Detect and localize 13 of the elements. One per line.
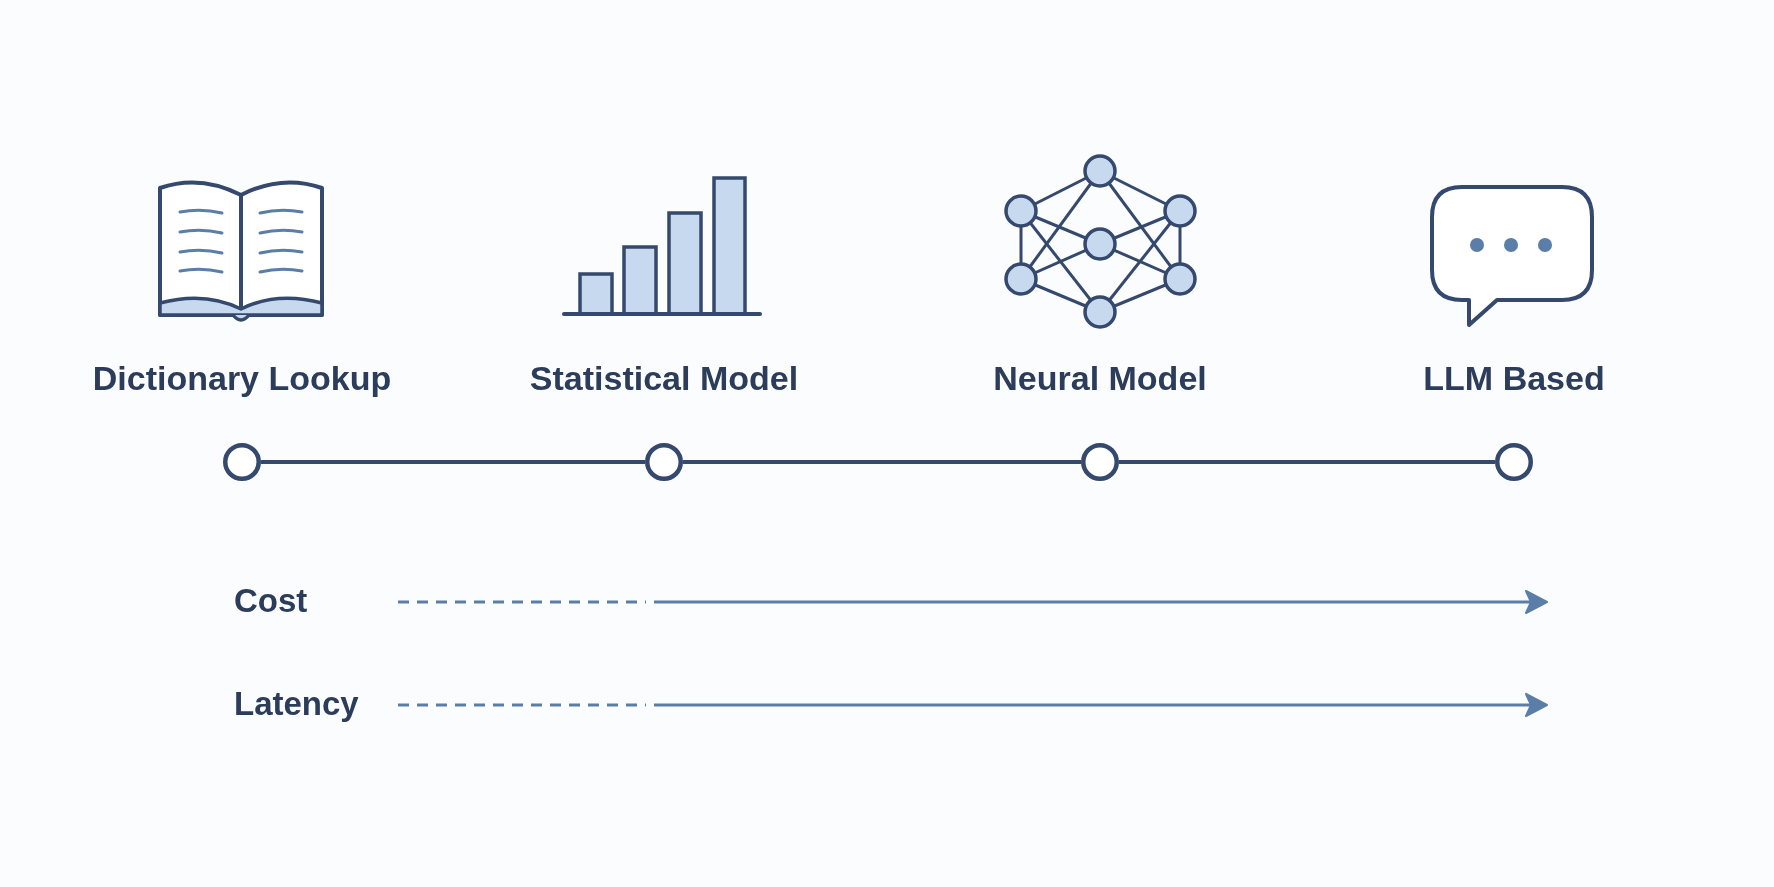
- stage-label: Statistical Model: [529, 358, 799, 398]
- timeline-dot: [1495, 443, 1533, 481]
- timeline-dot: [1081, 443, 1119, 481]
- stage-label: LLM Based: [1423, 358, 1605, 398]
- timeline-line: [683, 460, 1081, 464]
- stage-label: Dictionary Lookup: [92, 358, 392, 398]
- timeline-line: [1119, 460, 1495, 464]
- timeline-dot: [223, 443, 261, 481]
- row-label: Cost: [234, 581, 308, 621]
- stage-label: Neural Model: [993, 358, 1207, 398]
- row-label: Latency: [234, 684, 359, 724]
- timeline-line: [261, 460, 645, 464]
- timeline-dot: [645, 443, 683, 481]
